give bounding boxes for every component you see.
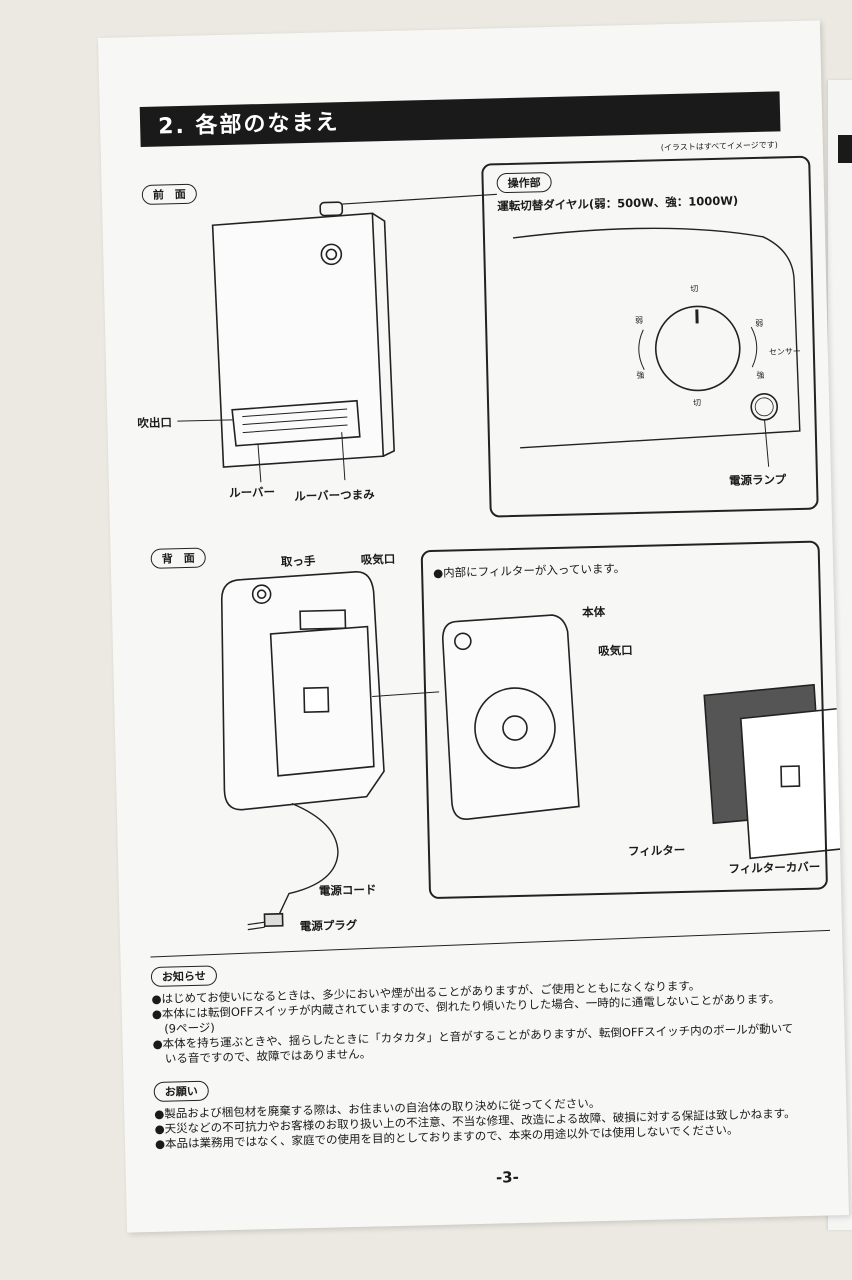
body-label: 本体 — [582, 604, 606, 620]
request-heading: お願い — [153, 1080, 209, 1102]
dial-weak-left: 弱 — [634, 315, 644, 325]
filter-cover-label: フィルターカバー — [728, 859, 821, 876]
page-number: -3- — [495, 1168, 520, 1187]
front-heater-illustration — [177, 201, 395, 483]
power-lamp-label: 電源ランプ — [728, 472, 787, 488]
section-back-label: 背 面 — [150, 547, 206, 569]
dial-strong-left: 強 — [636, 370, 645, 380]
next-page-title-bar — [838, 135, 852, 163]
dial-weak-right: 弱 — [755, 318, 764, 329]
intake-label: 吸気口 — [360, 551, 396, 567]
notice-heading: お知らせ — [150, 965, 217, 987]
handle-label: 取っ手 — [280, 553, 316, 569]
power-cord-label: 電源コード — [318, 882, 377, 898]
inside-panel-frame — [420, 540, 829, 900]
section-front-label: 前 面 — [141, 183, 198, 205]
dial-off-bottom: 切 — [692, 398, 702, 408]
dial-sensor: センサー — [768, 346, 801, 357]
louver-label: ルーバー — [228, 484, 276, 500]
section-control-label: 操作部 — [496, 171, 552, 194]
control-dial-illustration — [512, 227, 801, 467]
diagram-lines — [150, 193, 849, 958]
power-plug-label: 電源プラグ — [299, 917, 358, 934]
inside-heater-illustration — [442, 614, 849, 860]
outlet-label: 吹出口 — [137, 415, 173, 431]
dial-off-top: 切 — [690, 284, 699, 294]
dial-strong-right: 強 — [756, 370, 765, 381]
filter-label: フィルター — [627, 842, 686, 859]
manual-page: 2. 各部のなまえ (イラストはすべてイメージです) — [98, 20, 849, 1233]
louver-knob-label: ルーバーつまみ — [294, 487, 375, 504]
back-heater-illustration — [220, 571, 440, 931]
inside-intake-label: 吸気口 — [597, 643, 633, 658]
